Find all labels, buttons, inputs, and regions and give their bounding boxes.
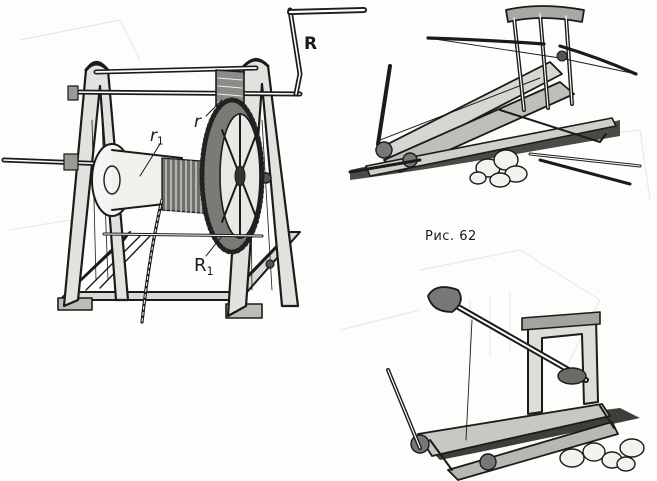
leader-R1: [205, 235, 223, 257]
figure-caption: Рис. 62: [425, 229, 477, 244]
label-pinion-radius-r: r: [194, 112, 201, 132]
stone-pile-bottom: [559, 438, 645, 472]
leader-r: [205, 99, 223, 117]
leader-r1: [139, 143, 161, 177]
label-gear-radius-R1: R1: [194, 255, 214, 278]
label-drum-radius-r1: r1: [150, 126, 164, 148]
catapult-top-illustration: [348, 5, 642, 188]
onager-spoon: [427, 286, 462, 313]
gear-R1: [199, 97, 265, 255]
bow-arm-right: [558, 44, 638, 76]
stone-pile-top: [469, 149, 528, 188]
catapult-bottom-illustration: [386, 286, 645, 481]
label-crank-radius-R: R: [304, 34, 318, 54]
bow-arm-left: [426, 36, 546, 46]
